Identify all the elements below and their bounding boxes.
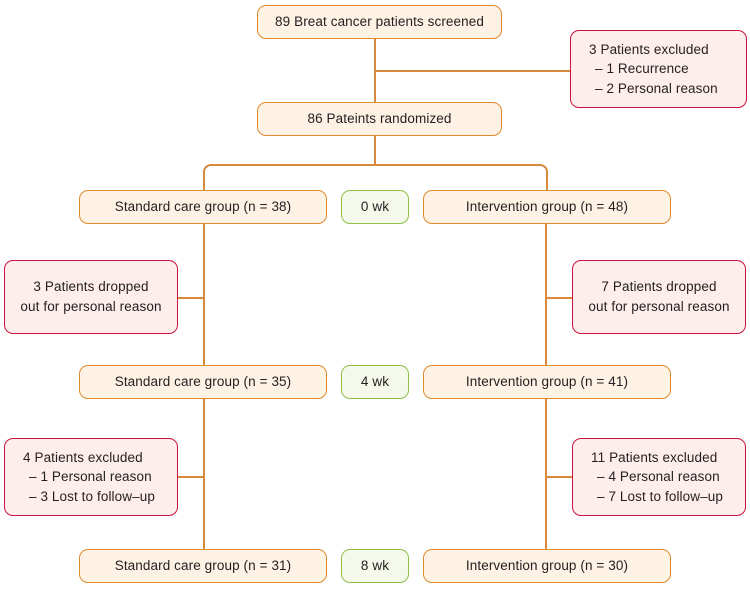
intervention-dropout-line-1: 7 Patients dropped — [601, 279, 717, 295]
node-intervention-4wk: Intervention group (n = 41) — [423, 365, 671, 399]
node-intervention-8wk-label: Intervention group (n = 30) — [465, 558, 629, 574]
node-intervention-4wk-label: Intervention group (n = 41) — [465, 374, 629, 390]
timepoint-4wk-label: 4 wk — [360, 374, 390, 390]
node-intervention-excluded-text: 11 Patients excluded – 4 Personal reason… — [573, 448, 723, 507]
node-standard-care-8wk-label: Standard care group (n = 31) — [114, 558, 292, 574]
node-standard-care-0wk: Standard care group (n = 38) — [79, 190, 327, 224]
excluded-screening-line-3: – 2 Personal reason — [595, 80, 718, 96]
node-standard-care-0wk-label: Standard care group (n = 38) — [114, 199, 292, 215]
connector-screened-to-randomized — [374, 70, 376, 104]
node-standard-care-4wk-label: Standard care group (n = 35) — [114, 374, 292, 390]
intervention-excluded-line-1: 11 Patients excluded — [591, 449, 718, 465]
intervention-excluded-line-2: – 4 Personal reason — [597, 469, 720, 485]
node-standard-dropout: 3 Patients dropped out for personal reas… — [4, 260, 178, 334]
node-standard-excluded: 4 Patients excluded – 1 Personal reason … — [4, 438, 178, 516]
node-excluded-screening-text: 3 Patients excluded – 1 Recurrence – 2 P… — [571, 40, 718, 99]
connector-to-excluded-screening — [374, 70, 571, 72]
intervention-dropout-line-2: out for personal reason — [588, 299, 730, 314]
standard-dropout-line-2: out for personal reason — [20, 299, 162, 314]
connector-standard-dropout-stub — [178, 297, 204, 299]
connector-split-left — [203, 164, 376, 192]
excluded-screening-line-1: 3 Patients excluded — [589, 41, 709, 57]
timepoint-8wk-label: 8 wk — [360, 558, 390, 574]
standard-dropout-line-1: 3 Patients dropped — [33, 279, 149, 295]
connector-intervention-0wk-to-4wk — [545, 224, 547, 374]
connector-standard-0wk-to-4wk — [203, 224, 205, 374]
node-intervention-0wk: Intervention group (n = 48) — [423, 190, 671, 224]
node-timepoint-8wk: 8 wk — [341, 549, 409, 583]
connector-standard-4wk-to-8wk — [203, 399, 205, 550]
connector-split-right — [374, 164, 548, 192]
node-timepoint-0wk: 0 wk — [341, 190, 409, 224]
node-intervention-0wk-label: Intervention group (n = 48) — [465, 199, 629, 215]
node-intervention-dropout: 7 Patients dropped out for personal reas… — [572, 260, 746, 334]
standard-excluded-line-1: 4 Patients excluded — [23, 449, 143, 465]
connector-screened-to-exclusion — [374, 39, 376, 71]
connector-intervention-dropout-stub — [546, 297, 572, 299]
connector-standard-excluded-stub — [178, 476, 204, 478]
node-standard-care-8wk: Standard care group (n = 31) — [79, 549, 327, 583]
standard-excluded-line-2: – 1 Personal reason — [29, 469, 152, 485]
standard-excluded-line-3: – 3 Lost to follow–up — [29, 488, 155, 504]
node-excluded-screening: 3 Patients excluded – 1 Recurrence – 2 P… — [570, 30, 747, 108]
connector-intervention-excluded-stub — [546, 476, 572, 478]
node-randomized-label: 86 Pateints randomized — [307, 111, 452, 127]
connector-intervention-4wk-to-8wk — [545, 399, 547, 550]
node-randomized: 86 Pateints randomized — [257, 102, 502, 136]
node-standard-excluded-text: 4 Patients excluded – 1 Personal reason … — [5, 448, 155, 507]
connector-randomized-down — [374, 136, 376, 166]
node-screened-label: 89 Breat cancer patients screened — [275, 14, 484, 30]
node-standard-dropout-text: 3 Patients dropped out for personal reas… — [20, 277, 161, 316]
node-intervention-dropout-text: 7 Patients dropped out for personal reas… — [588, 277, 729, 316]
timepoint-0wk-label: 0 wk — [360, 199, 390, 215]
node-timepoint-4wk: 4 wk — [341, 365, 409, 399]
node-intervention-8wk: Intervention group (n = 30) — [423, 549, 671, 583]
node-intervention-excluded: 11 Patients excluded – 4 Personal reason… — [572, 438, 746, 516]
intervention-excluded-line-3: – 7 Lost to follow–up — [597, 488, 723, 504]
node-screened: 89 Breat cancer patients screened — [257, 5, 502, 39]
excluded-screening-line-2: – 1 Recurrence — [595, 61, 689, 77]
node-standard-care-4wk: Standard care group (n = 35) — [79, 365, 327, 399]
